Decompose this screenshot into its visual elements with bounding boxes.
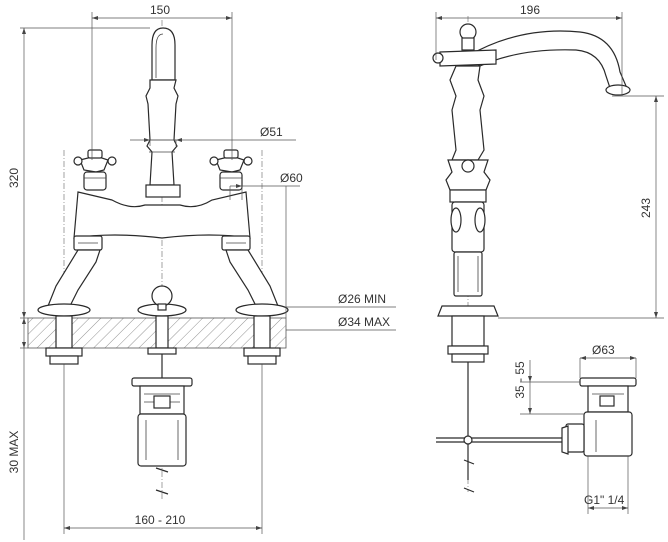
- dim-d51-label: Ø51: [260, 125, 283, 139]
- front-view: 150 320 30 MAX 160 - 210 Ø51 Ø60: [7, 3, 396, 540]
- dim-centers-label: 160 - 210: [135, 513, 186, 527]
- dim-reach-label: 196: [520, 3, 540, 17]
- dim-base-label: 30 MAX: [7, 431, 21, 474]
- dim-height-label: 320: [7, 168, 21, 188]
- dim-hole-min-label: Ø26 MIN: [338, 292, 386, 306]
- dim-hole-max-label: Ø34 MAX: [338, 315, 390, 329]
- dim-spout-height-label: 243: [639, 198, 653, 218]
- dim-width-label: 150: [150, 3, 170, 17]
- dim-d60-label: Ø60: [280, 171, 303, 185]
- dim-d63-label: Ø63: [592, 343, 615, 357]
- side-view: 196 243 Ø63 35 - 55 G1" 1/4: [432, 3, 664, 514]
- dim-thread-label: G1" 1/4: [584, 493, 625, 507]
- dim-stroke-label: 35 - 55: [513, 361, 527, 399]
